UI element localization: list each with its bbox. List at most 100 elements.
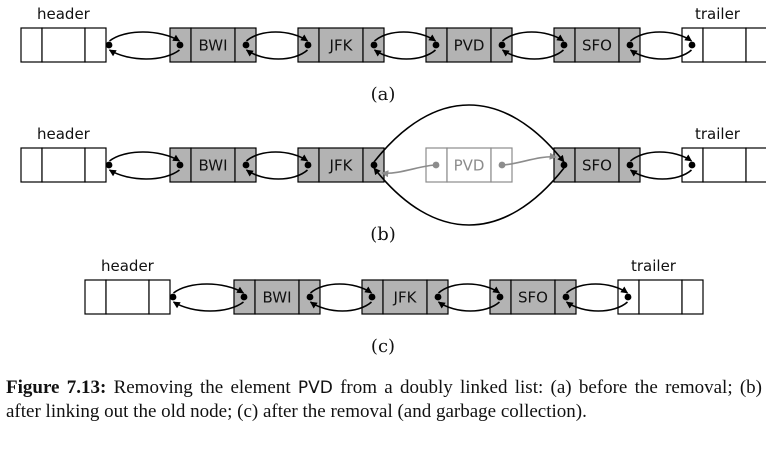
header-element-cell — [105, 279, 150, 315]
header-next-cell — [84, 147, 107, 183]
prev-pointer-dot — [176, 161, 184, 169]
next-pointer-dot — [626, 161, 634, 169]
trailer-prev-dot — [688, 41, 696, 49]
trailer-prev-dot — [624, 293, 632, 301]
header-label: header — [37, 125, 91, 143]
caption-label: Figure 7.13: — [6, 377, 107, 398]
node-element-label: JFK — [393, 289, 418, 307]
next-pointer-dot — [434, 293, 442, 301]
node-element-label: SFO — [518, 289, 548, 307]
header-label: header — [37, 5, 91, 23]
trailer-element-cell — [638, 279, 683, 315]
header-next-dot — [105, 41, 113, 49]
next-pointer-dot — [306, 293, 314, 301]
prev-pointer-arrow — [172, 301, 244, 312]
next-pointer-arrow — [109, 151, 181, 162]
trailer-label: trailer — [631, 257, 677, 275]
node-element-cell — [254, 279, 300, 315]
trailer-prev-dot — [688, 161, 696, 169]
next-pointer-arrow — [309, 283, 373, 294]
figure-caption: Figure 7.13: Removing the element PVD fr… — [6, 376, 762, 424]
node-bwi: BWI — [233, 279, 321, 315]
node-sfo: SFO — [553, 27, 641, 63]
node-element-cell — [510, 279, 556, 315]
next-pointer-arrow — [629, 151, 693, 162]
node-pvd: PVD — [425, 27, 513, 63]
header-prev-cell — [84, 279, 107, 315]
prev-pointer-dot — [304, 161, 312, 169]
node-jfk: JFK — [297, 27, 385, 63]
node-element-label: PVD — [454, 37, 485, 55]
prev-pointer-dot — [304, 41, 312, 49]
prev-pointer-arrow — [629, 169, 693, 180]
trailer-next-cell — [745, 147, 766, 183]
prev-pointer-arrow — [629, 49, 693, 60]
next-pointer-arrow — [437, 283, 501, 294]
next-pointer-arrow — [173, 283, 245, 294]
header-sentinel — [20, 27, 107, 63]
node-bwi: BWI — [169, 27, 257, 63]
node-sfo: SFO — [489, 279, 577, 315]
node-element-label: JFK — [329, 157, 354, 175]
caption-text-before: Removing the element — [113, 377, 298, 398]
prev-pointer-dot — [176, 41, 184, 49]
trailer-next-cell — [745, 27, 766, 63]
stale-next-arrow — [501, 152, 557, 166]
caption-code: PVD — [297, 378, 333, 398]
header-prev-cell — [20, 147, 43, 183]
next-pointer-dot — [562, 293, 570, 301]
node-element-cell — [318, 27, 364, 63]
header-next-cell — [148, 279, 171, 315]
prev-pointer-arrow — [245, 169, 309, 180]
node-element-label: PVD — [454, 157, 485, 175]
next-pointer-arrow — [629, 31, 693, 42]
node-pvd: PVD — [425, 147, 513, 183]
next-pointer-arrow — [373, 31, 437, 42]
header-element-cell — [41, 147, 86, 183]
prev-pointer-arrow — [565, 301, 629, 312]
header-next-cell — [84, 27, 107, 63]
next-pointer-dot — [626, 41, 634, 49]
subfigure-label-b: (b) — [370, 224, 396, 245]
header-label: header — [101, 257, 155, 275]
node-element-label: JFK — [329, 37, 354, 55]
next-pointer-dot — [242, 161, 250, 169]
caption-text-after: from a doubly linked list: (a) before th… — [6, 377, 763, 422]
next-pointer-arrow — [245, 151, 309, 162]
node-jfk: JFK — [361, 279, 449, 315]
next-pointer-arrow — [109, 31, 181, 42]
next-pointer-dot — [242, 41, 250, 49]
next-pointer-dot — [370, 41, 378, 49]
node-element-cell — [318, 147, 364, 183]
prev-pointer-arrow — [309, 301, 373, 312]
header-prev-cell — [20, 27, 43, 63]
prev-pointer-dot — [368, 293, 376, 301]
node-sfo: SFO — [553, 147, 641, 183]
next-pointer-dot — [498, 41, 506, 49]
next-pointer-dot — [370, 161, 378, 169]
header-element-cell — [41, 27, 86, 63]
prev-pointer-arrow — [501, 49, 565, 60]
header-next-dot — [105, 161, 113, 169]
prev-pointer-arrow — [108, 169, 180, 180]
prev-pointer-dot — [560, 161, 568, 169]
node-element-label: SFO — [582, 37, 612, 55]
trailer-element-cell — [702, 147, 747, 183]
prev-pointer-dot — [432, 41, 440, 49]
prev-pointer-dot — [560, 41, 568, 49]
trailer-label: trailer — [695, 125, 741, 143]
node-element-cell — [446, 27, 492, 63]
node-jfk: JFK — [297, 147, 385, 183]
node-element-label: BWI — [198, 157, 227, 175]
trailer-label: trailer — [695, 5, 741, 23]
bypass-prev-arrow — [373, 167, 565, 226]
node-element-label: BWI — [262, 289, 291, 307]
next-pointer-arrow — [245, 31, 309, 42]
node-element-label: SFO — [582, 157, 612, 175]
node-bwi: BWI — [169, 147, 257, 183]
node-element-cell — [190, 147, 236, 183]
